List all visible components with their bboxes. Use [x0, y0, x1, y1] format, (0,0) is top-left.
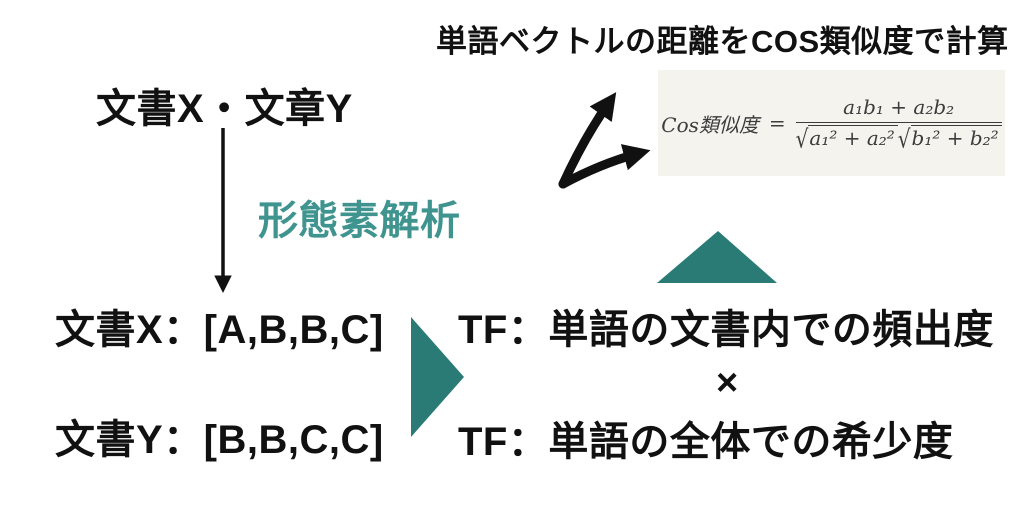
doc-x-tokens-label: 文書X：[A,B,B,C] — [55, 308, 384, 352]
formula-equals: = — [768, 111, 786, 135]
doc-y-tokens-label: 文書Y：[B,B,C,C] — [55, 418, 384, 462]
triangle-right-icon — [411, 317, 464, 437]
formula-fraction: a₁b₁ + a₂b₂ √a₁² + a₂² √b₁² + b₂² — [795, 96, 1002, 153]
formula-numerator: a₁b₁ + a₂b₂ — [795, 96, 1002, 123]
sqrt-sign: √ — [795, 123, 809, 154]
radical-a: √a₁² + a₂² — [796, 124, 898, 153]
vector-arrows-icon — [558, 92, 651, 189]
formula-lhs: Cos類似度 — [661, 112, 759, 137]
cosine-formula-plate: Cos類似度 = a₁b₁ + a₂b₂ √a₁² + a₂² √b₁² + b… — [658, 70, 1005, 176]
formula-denominator: √a₁² + a₂² √b₁² + b₂² — [796, 123, 1002, 153]
radical-b: √b₁² + b₂² — [898, 124, 1002, 153]
tf-rarity-label: TF：単語の全体での希少度 — [458, 420, 954, 464]
caption-cos-similarity: 単語ベクトルの距離をCOS類似度で計算 — [436, 24, 1009, 59]
sqrt-sign: √ — [897, 123, 911, 154]
tf-frequency-label: TF：単語の文書内での頻出度 — [458, 308, 994, 352]
triangle-up-icon — [657, 231, 777, 283]
morphological-analysis-label: 形態素解析 — [258, 199, 461, 243]
source-documents-label: 文書X・文章Y — [96, 87, 353, 131]
multiply-symbol: × — [716, 362, 739, 404]
